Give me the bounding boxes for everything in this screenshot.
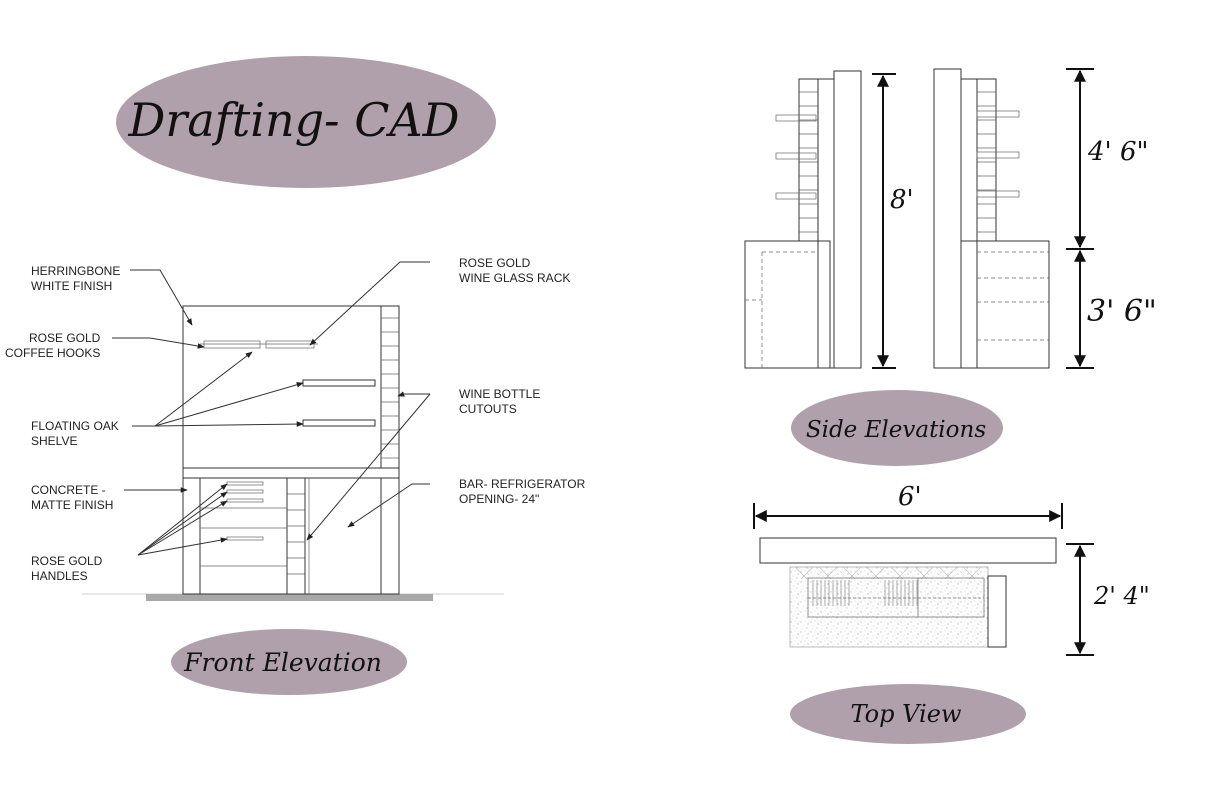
left-leg — [182, 477, 201, 595]
label-wine-cutouts-1: WINE BOTTLE — [459, 387, 540, 401]
top-countertop — [759, 537, 1057, 564]
side-elevations-title: Side Elevations — [806, 417, 986, 443]
floating-shelf-2 — [302, 419, 376, 427]
top-cabinet-interior — [807, 577, 985, 618]
leader-lines — [112, 261, 431, 556]
right-leg — [380, 477, 400, 595]
label-wine-cutouts-2: CUTOUTS — [459, 402, 517, 416]
handle-1 — [226, 481, 264, 486]
label-shelves-1: FLOATING OAK — [31, 419, 119, 433]
handle-3 — [226, 498, 264, 503]
handle-2 — [226, 489, 264, 494]
label-handles-2: HANDLES — [31, 569, 88, 583]
top-view: 6' 2' 4" Top View — [753, 482, 1150, 744]
side-elevation-left — [744, 70, 862, 369]
dimension-width — [753, 503, 1063, 529]
label-wine-rack-1: ROSE GOLD — [459, 256, 531, 270]
label-fridge-1: BAR- REFRIGERATOR — [459, 477, 586, 491]
label-concrete-2: MATTE FINISH — [31, 498, 113, 512]
wine-column-lines — [381, 317, 399, 459]
dimension-upper-label: 4' 6" — [1087, 137, 1148, 167]
front-elevation-title: Front Elevation — [183, 648, 382, 677]
side-elevation-right — [933, 68, 1050, 369]
dimension-lower-label: 3' 6" — [1087, 294, 1157, 329]
title-badge: Drafting- CAD — [116, 56, 496, 188]
floating-shelf-1 — [302, 379, 376, 387]
handle-4 — [226, 536, 264, 541]
top-view-badge — [790, 684, 1026, 744]
coffee-hooks — [203, 340, 261, 349]
dimension-depth — [1066, 543, 1094, 656]
base-cabinet — [182, 477, 400, 595]
wine-cutouts-lower — [287, 493, 305, 575]
wine-glass-rack — [265, 340, 315, 349]
label-herringbone-2: WHITE FINISH — [31, 279, 112, 293]
herringbone-backsplash — [182, 305, 382, 469]
page-title: Drafting- CAD — [127, 93, 459, 147]
dimension-height-label: 8' — [890, 185, 914, 215]
floor-slab — [146, 594, 433, 601]
top-view-title: Top View — [851, 700, 962, 728]
side-elevations-badge — [791, 390, 1003, 466]
title-ellipse — [116, 56, 496, 188]
label-concrete-1: CONCRETE - — [31, 483, 106, 497]
front-elevation-badge — [171, 629, 407, 695]
top-wine-column — [987, 575, 1007, 648]
dimension-height — [872, 73, 896, 369]
dimension-width-label: 6' — [898, 482, 922, 512]
label-coffee-hooks-1: ROSE GOLD — [29, 331, 101, 345]
label-fridge-2: OPENING- 24" — [459, 492, 539, 506]
front-elevation: HERRINGBONE WHITE FINISH ROSE GOLD COFFE… — [5, 256, 586, 695]
label-shelves-2: SHELVE — [31, 434, 77, 448]
label-herringbone-1: HERRINGBONE — [31, 264, 120, 278]
label-wine-rack-2: WINE GLASS RACK — [459, 271, 570, 285]
label-handles-1: ROSE GOLD — [31, 554, 103, 568]
label-coffee-hooks-2: COFFEE HOOKS — [5, 346, 100, 360]
dimension-upper-lower — [1066, 68, 1094, 369]
side-elevations: 8' 4' 6" 3' 6" Side Elevations — [744, 68, 1157, 466]
dimension-depth-label: 2' 4" — [1093, 582, 1150, 610]
